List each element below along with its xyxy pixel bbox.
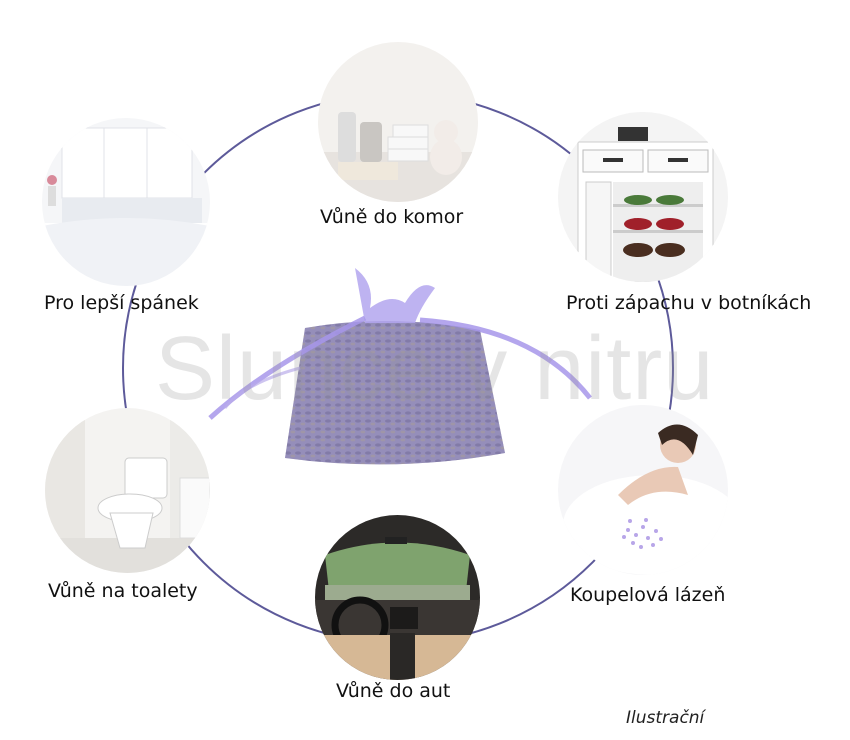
shoe-cabinet-photo bbox=[558, 112, 728, 282]
label-closets: Vůně do komor bbox=[320, 206, 464, 228]
label-shoe-cabinets: Proti zápachu v botníkách bbox=[566, 292, 812, 314]
bedroom-photo bbox=[42, 118, 210, 286]
lavender-sachet-image bbox=[208, 268, 592, 465]
watermark-text: Slunce v nitru bbox=[155, 319, 715, 419]
illustrative-footnote: Ilustrační bbox=[626, 708, 705, 728]
label-bath: Koupelová lázeň bbox=[570, 584, 726, 606]
bath-photo bbox=[558, 405, 728, 575]
label-sleep: Pro lepší spánek bbox=[44, 292, 199, 314]
label-toilets: Vůně na toalety bbox=[48, 580, 198, 602]
nursery-photo bbox=[318, 42, 478, 202]
toilet-photo bbox=[45, 408, 210, 573]
label-cars: Vůně do aut bbox=[336, 680, 451, 702]
car-interior-photo bbox=[315, 515, 480, 680]
